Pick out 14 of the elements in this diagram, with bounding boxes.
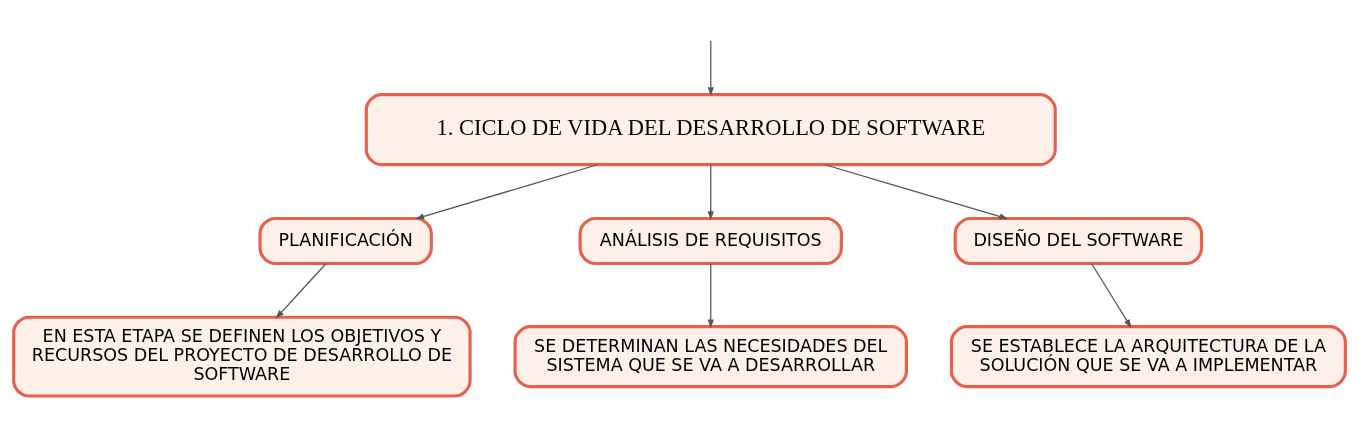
arrow	[707, 164, 714, 221]
node-box: 1. CICLO DE VIDA DEL DESARROLLO DE SOFTWARE	[364, 93, 1057, 167]
node-box: PLANIFICACIÓN	[258, 216, 433, 266]
arrow	[707, 40, 714, 97]
arrow	[824, 164, 1009, 220]
node-box: SE DETERMINAN LAS NECESIDADES DEL SISTEMA QUE SE VA A DESARROLLAR	[513, 325, 908, 389]
node-box: EN ESTA ETAPA SE DEFINEN LOS OBJETIVOS Y RECURSOS DEL PROYECTO DE DESARROLLO DE SOFTWARE	[12, 315, 472, 398]
arrow	[275, 262, 327, 319]
arrow	[1090, 262, 1132, 329]
node-box: ANÁLISIS DE REQUISITOS	[578, 216, 843, 266]
node-box: DISEÑO DEL SOFTWARE	[953, 216, 1204, 266]
node-box: SE ESTABLECE LA ARQUITECTURA DE LA SOLUCIÓN QUE SE VA A IMPLEMENTAR	[949, 325, 1347, 389]
arrow	[707, 262, 714, 329]
arrow	[415, 164, 598, 220]
